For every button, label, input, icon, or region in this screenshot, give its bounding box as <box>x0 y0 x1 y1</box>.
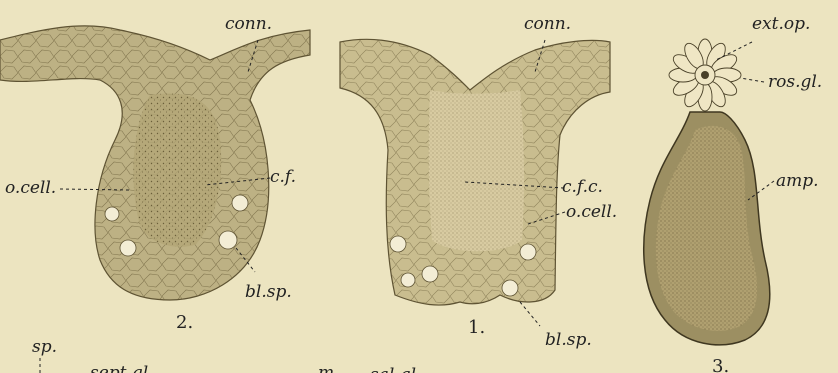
figure-3-label-extop: ext.op. <box>752 14 810 34</box>
figure-1-label-conn: conn. <box>524 14 571 34</box>
figure-1-number: 1. <box>468 317 485 338</box>
figure-3-label-rosgl: ros.gl. <box>768 72 822 92</box>
label-m: m <box>318 363 334 373</box>
figure-3-label-amp: amp. <box>776 171 819 191</box>
lower-labels: sp. sept.gl. m sal.gl. <box>32 337 421 373</box>
figure-3-number: 3. <box>712 356 729 373</box>
figure-2-label-cf: c.f. <box>270 167 296 187</box>
figure-3: ext.op. ros.gl. amp. 3. <box>644 14 822 373</box>
figure-2: conn. c.f. o.cell. bl.sp. 2. <box>0 14 310 333</box>
figure-2-label-blsp: bl.sp. <box>245 282 292 302</box>
figure-1-label-blsp: bl.sp. <box>545 330 592 350</box>
figure-1-label-cfc: c.f.c. <box>562 177 603 197</box>
label-sp: sp. <box>32 337 57 357</box>
label-septgl: sept.gl. <box>90 363 154 373</box>
figure-2-number: 2. <box>176 312 193 333</box>
figure-2-label-conn: conn. <box>225 14 272 34</box>
figure-2-label-ocell: o.cell. <box>5 178 56 198</box>
figure-1-label-ocell: o.cell. <box>566 202 617 222</box>
figure-1: conn. c.f.c. o.cell. bl.sp. 1. <box>340 14 617 350</box>
label-salgl: sal.gl. <box>370 365 421 373</box>
figure-3-rosette <box>669 39 741 111</box>
